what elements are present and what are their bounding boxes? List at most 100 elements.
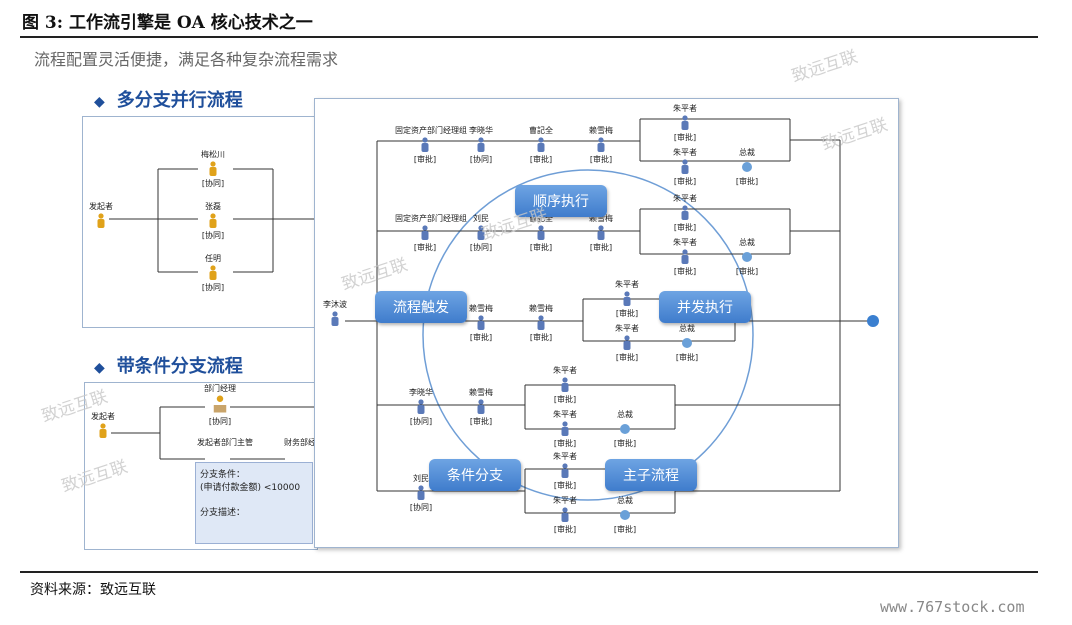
person-icon bbox=[681, 205, 689, 220]
node-label: 张磊 bbox=[205, 202, 221, 211]
callout-subprocess: 主子流程 bbox=[605, 459, 697, 491]
node-tag: [协同] bbox=[201, 231, 225, 240]
workflow-node: 朱平者 [审批] bbox=[607, 323, 647, 363]
person-icon bbox=[417, 399, 425, 414]
node-tag: [审批] bbox=[673, 133, 697, 142]
node-label: 财务部经 bbox=[284, 438, 316, 447]
node-tag: [审批] bbox=[553, 525, 577, 534]
node-tag: [审批] bbox=[589, 155, 613, 164]
node-label: 朱平者 bbox=[553, 410, 577, 419]
node-label: 朱平者 bbox=[553, 366, 577, 375]
node-label: 朱平者 bbox=[615, 324, 639, 333]
node-label: 曹記全 bbox=[529, 214, 553, 223]
node-tag: [审批] bbox=[529, 243, 553, 252]
workflow-node: 朱平者[审批] bbox=[665, 147, 705, 187]
node-label: 朱平者 bbox=[615, 280, 639, 289]
section1-heading: ◆多分支并行流程 bbox=[94, 86, 243, 112]
workflow-node: 朱平者[审批] bbox=[545, 495, 585, 535]
node-label: 李晓华 bbox=[409, 388, 433, 397]
callout-sequential: 顺序执行 bbox=[515, 185, 607, 217]
globe-computer-icon bbox=[742, 252, 752, 262]
section2-heading: ◆ 带条件分支流程 bbox=[94, 352, 243, 378]
node-tag: [审批] bbox=[735, 267, 759, 276]
person-icon bbox=[421, 137, 429, 152]
node-tag: [审批] bbox=[613, 439, 637, 448]
node-label: 总裁 bbox=[617, 410, 633, 419]
workflow-node: 赖雪梅 [审批] bbox=[461, 387, 501, 427]
node-tag: [审批] bbox=[673, 267, 697, 276]
workflow-node: 总裁[审批] bbox=[727, 237, 767, 277]
node-tag: [审批] bbox=[469, 417, 493, 426]
node-tag: [审批] bbox=[615, 309, 639, 318]
node-tag: [审批] bbox=[553, 395, 577, 404]
person-icon bbox=[681, 249, 689, 264]
node-label: 赖雪梅 bbox=[589, 214, 613, 223]
workflow-node: 刘民[协同] bbox=[461, 213, 501, 253]
node-tag: [审批] bbox=[413, 243, 437, 252]
callout-trigger: 流程触发 bbox=[375, 291, 467, 323]
node-tag: [审批] bbox=[673, 223, 697, 232]
workflow-node: 总裁[审批] bbox=[727, 147, 767, 187]
workflow-node: 曹記全 [审批] bbox=[521, 213, 561, 253]
website-watermark: www.767stock.com bbox=[880, 598, 1025, 616]
panel1-branch-node: 任明 [协同] bbox=[193, 253, 233, 293]
workflow-node: 朱平者 [审批] bbox=[545, 365, 585, 405]
person-icon bbox=[681, 115, 689, 130]
node-tag: [审批] bbox=[615, 353, 639, 362]
panel1-initiator: 发起者 bbox=[81, 201, 121, 230]
workflow-node: 朱平者[审批] bbox=[545, 409, 585, 449]
workflow-node: 朱平者[审批] bbox=[665, 103, 705, 143]
node-label: 发起者部门主管 bbox=[197, 438, 253, 447]
condition-line: 分支条件： bbox=[200, 470, 246, 480]
diamond-bullet-icon: ◆ bbox=[94, 360, 105, 376]
node-label: 总裁 bbox=[739, 148, 755, 157]
node-tag: [协同] bbox=[208, 417, 232, 426]
person-icon bbox=[99, 423, 107, 438]
start-node: 李沐波 bbox=[315, 299, 355, 328]
node-label: 总裁 bbox=[679, 324, 695, 333]
node-label: 固定资产部门经理组 bbox=[395, 126, 467, 135]
node-label: 总裁 bbox=[617, 496, 633, 505]
person-icon bbox=[331, 311, 339, 326]
node-label: 赖雪梅 bbox=[469, 388, 493, 397]
title-rule bbox=[20, 36, 1038, 38]
source-note: 资料来源：致远互联 bbox=[30, 582, 156, 598]
person-icon bbox=[561, 463, 569, 478]
workflow-node: 总裁 [审批] bbox=[667, 323, 707, 363]
panel-parallel-branches: 发起者 梅松川 [协同] 张磊 [协同] 任明 [协同] bbox=[82, 116, 318, 328]
workflow-node: 朱平者 [审批] bbox=[607, 279, 647, 319]
person-icon bbox=[477, 225, 485, 240]
end-node-icon bbox=[867, 315, 879, 327]
node-label: 任明 bbox=[205, 254, 221, 263]
workflow-node: 总裁[审批] bbox=[605, 495, 645, 535]
workflow-node: 朱平者[审批] bbox=[545, 451, 585, 491]
feature-circle bbox=[422, 169, 754, 501]
node-tag: [审批] bbox=[529, 155, 553, 164]
node-label: 发起者 bbox=[91, 412, 115, 421]
workflow-node: 朱平者 [审批] bbox=[665, 193, 705, 233]
node-label: 朱平者 bbox=[673, 238, 697, 247]
section2-title: 带条件分支流程 bbox=[116, 356, 243, 377]
node-label: 发起者 bbox=[89, 202, 113, 211]
bottom-rule bbox=[20, 571, 1038, 573]
watermark: 致远互联 bbox=[789, 46, 861, 87]
workflow-node: 固定资产部门经理组[审批] bbox=[395, 125, 467, 165]
subtitle: 流程配置灵活便捷，满足各种复杂流程需求 bbox=[34, 50, 339, 69]
person-icon bbox=[537, 137, 545, 152]
workflow-node: 赖雪梅 [审批] bbox=[581, 125, 621, 165]
node-label: 赖雪梅 bbox=[589, 126, 613, 135]
person-icon bbox=[537, 315, 545, 330]
person-icon bbox=[561, 421, 569, 436]
panel1-branch-node: 梅松川 [协同] bbox=[193, 149, 233, 189]
node-label: 刘民 bbox=[473, 214, 489, 223]
desk-person-icon bbox=[213, 395, 227, 413]
node-label: 朱平者 bbox=[673, 194, 697, 203]
node-tag: [审批] bbox=[553, 481, 577, 490]
node-label: 曹記全 bbox=[529, 126, 553, 135]
panel2-initiator: 发起者 bbox=[83, 411, 123, 440]
node-tag: [协同] bbox=[409, 503, 433, 512]
workflow-node: 赖雪梅[审批] bbox=[521, 303, 561, 343]
node-tag: [协同] bbox=[201, 179, 225, 188]
node-label: 部门经理 bbox=[204, 384, 236, 393]
node-tag: [审批] bbox=[675, 353, 699, 362]
